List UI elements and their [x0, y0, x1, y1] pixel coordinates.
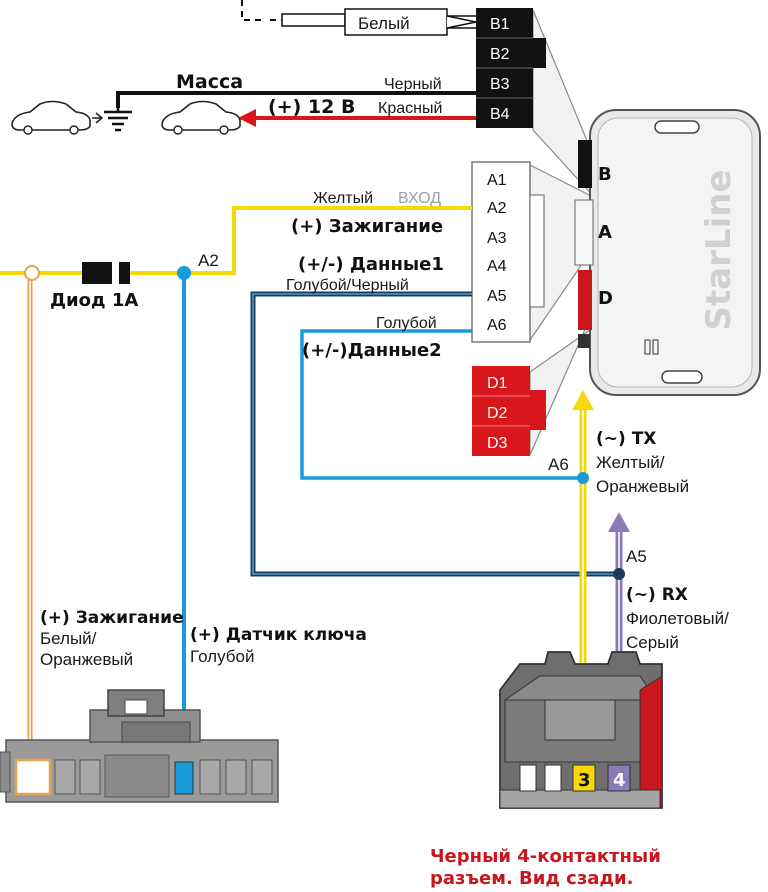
pin3-label: 3: [578, 770, 591, 791]
left-circuit: Диод 1A (+) Зажигание Белый/ Оранжевый (…: [0, 262, 367, 803]
diode-icon: [82, 262, 130, 284]
d1-label: D1: [487, 375, 508, 392]
a1-label: A1: [487, 172, 507, 189]
a-wires: Желтый ВХОД (+) Зажигание A2 (+/-) Данны…: [0, 190, 615, 577]
diod-label: Диод 1A: [50, 290, 138, 311]
rx-color1-label: Фиолетовый/: [626, 609, 729, 628]
b-wires: Белый Масса Черный (+) 12 В Красный: [11, 0, 477, 135]
bely-tag: [344, 8, 448, 36]
dannye1-label: (+/-) Данные1: [298, 254, 444, 275]
a2-label: A2: [487, 200, 507, 217]
b2-label: B2: [490, 46, 510, 63]
tx-color1-label: Желтый/: [596, 453, 665, 472]
pin3-block: [572, 764, 596, 792]
port-b-label: B: [598, 164, 612, 185]
b3-black-wire: [116, 91, 476, 108]
a5-navy-wire: [250, 291, 615, 577]
socket-b: [578, 140, 592, 188]
tx-color2-label: Оранжевый: [596, 477, 689, 496]
b1-dashed-wire: [241, 0, 262, 21]
a5-label: A5: [487, 288, 507, 305]
b1-pin: [476, 8, 533, 38]
d-latch: [530, 390, 546, 430]
led-icon: [644, 339, 659, 355]
port-a-label: A: [598, 222, 612, 243]
d2-label: D2: [487, 405, 508, 422]
tx-arrow-icon: [572, 390, 594, 410]
plus12-label: (+) 12 В: [268, 96, 355, 118]
zazhiganie-label: (+) Зажигание: [291, 216, 443, 237]
starline-module: StarLine B A D: [529, 9, 761, 456]
b3-label: B3: [490, 76, 510, 93]
module-slot-top: [654, 120, 700, 134]
ignition-connector: [0, 689, 279, 803]
red-arrow-icon: [238, 109, 256, 127]
a-connector: A1 A2 A3 A4 A5 A6: [471, 161, 545, 343]
bely-label: Белый: [358, 14, 410, 33]
caption-line2: разъем. Вид сзади.: [430, 868, 633, 889]
dannye2-label: (+/-)Данные2: [302, 340, 442, 361]
zhelty-label: Желтый: [313, 190, 373, 207]
d3-label: D3: [487, 435, 508, 452]
module-inner: [597, 117, 753, 388]
arrow-to-ground-icon: [92, 112, 104, 124]
vhod-label: ВХОД: [398, 190, 441, 207]
orange-junction: [24, 265, 40, 281]
a4-label: A4: [487, 258, 507, 275]
key-sensor-label: (+) Датчик ключа: [190, 625, 367, 645]
rx-arrow-icon: [608, 512, 630, 532]
ign2-color2-label: Оранжевый: [40, 650, 133, 669]
key-sensor-color-label: Голубой: [190, 647, 254, 666]
port-d-label: D: [598, 288, 613, 309]
pin4-label: 4: [613, 770, 626, 791]
rx-color2-label: Серый: [626, 633, 679, 652]
pin4-block: [607, 764, 631, 792]
caption-line1: Черный 4-контактный: [430, 846, 661, 867]
car-icon-left: [11, 100, 91, 135]
a-latch: [529, 194, 545, 308]
b1-label: B1: [490, 16, 510, 33]
module-slot-bottom: [661, 370, 703, 384]
goluboy-label: Голубой: [376, 315, 437, 332]
b2-pin: [476, 38, 546, 68]
four-pin-connector: 3 4: [499, 651, 663, 809]
a5-junction: [613, 568, 625, 580]
b3-pin: [476, 68, 533, 98]
a6-blue-wire: [300, 329, 582, 480]
goluboy-cherny-label: Голубой/Черный: [286, 277, 409, 294]
blue-junction: [177, 266, 191, 280]
a-block: [471, 161, 531, 343]
a3-label: A3: [487, 230, 507, 247]
a6-junction: [577, 472, 589, 484]
b1-wire-tip: [281, 13, 346, 27]
socket-a: [574, 199, 594, 266]
module-brand: StarLine: [699, 169, 739, 330]
a6-label: A6: [487, 317, 507, 334]
krasny-label: Красный: [378, 100, 442, 117]
cherny-label: Черный: [384, 76, 442, 93]
b4-pin: [476, 98, 533, 128]
d-block: [472, 366, 530, 456]
massa-label: Масса: [176, 71, 243, 93]
ign2-label: (+) Зажигание: [40, 608, 184, 628]
b4-label: B4: [490, 106, 510, 123]
socket-misc: [578, 334, 590, 348]
ground-icon: [104, 108, 132, 132]
a5-wire-label: A5: [626, 547, 647, 566]
tx-label: (~) TX: [596, 429, 656, 449]
rx-label: (~) RX: [626, 585, 688, 605]
d-connector: D1 D2 D3: [472, 366, 546, 456]
a6-wire-label: A6: [548, 455, 569, 474]
ign2-color1-label: Белый/: [40, 629, 97, 648]
a2-wire-label: A2: [198, 251, 219, 270]
b-connector: B1 B2 B3 B4: [476, 8, 546, 128]
socket-d: [578, 270, 592, 330]
car-icon-right: [161, 100, 241, 135]
